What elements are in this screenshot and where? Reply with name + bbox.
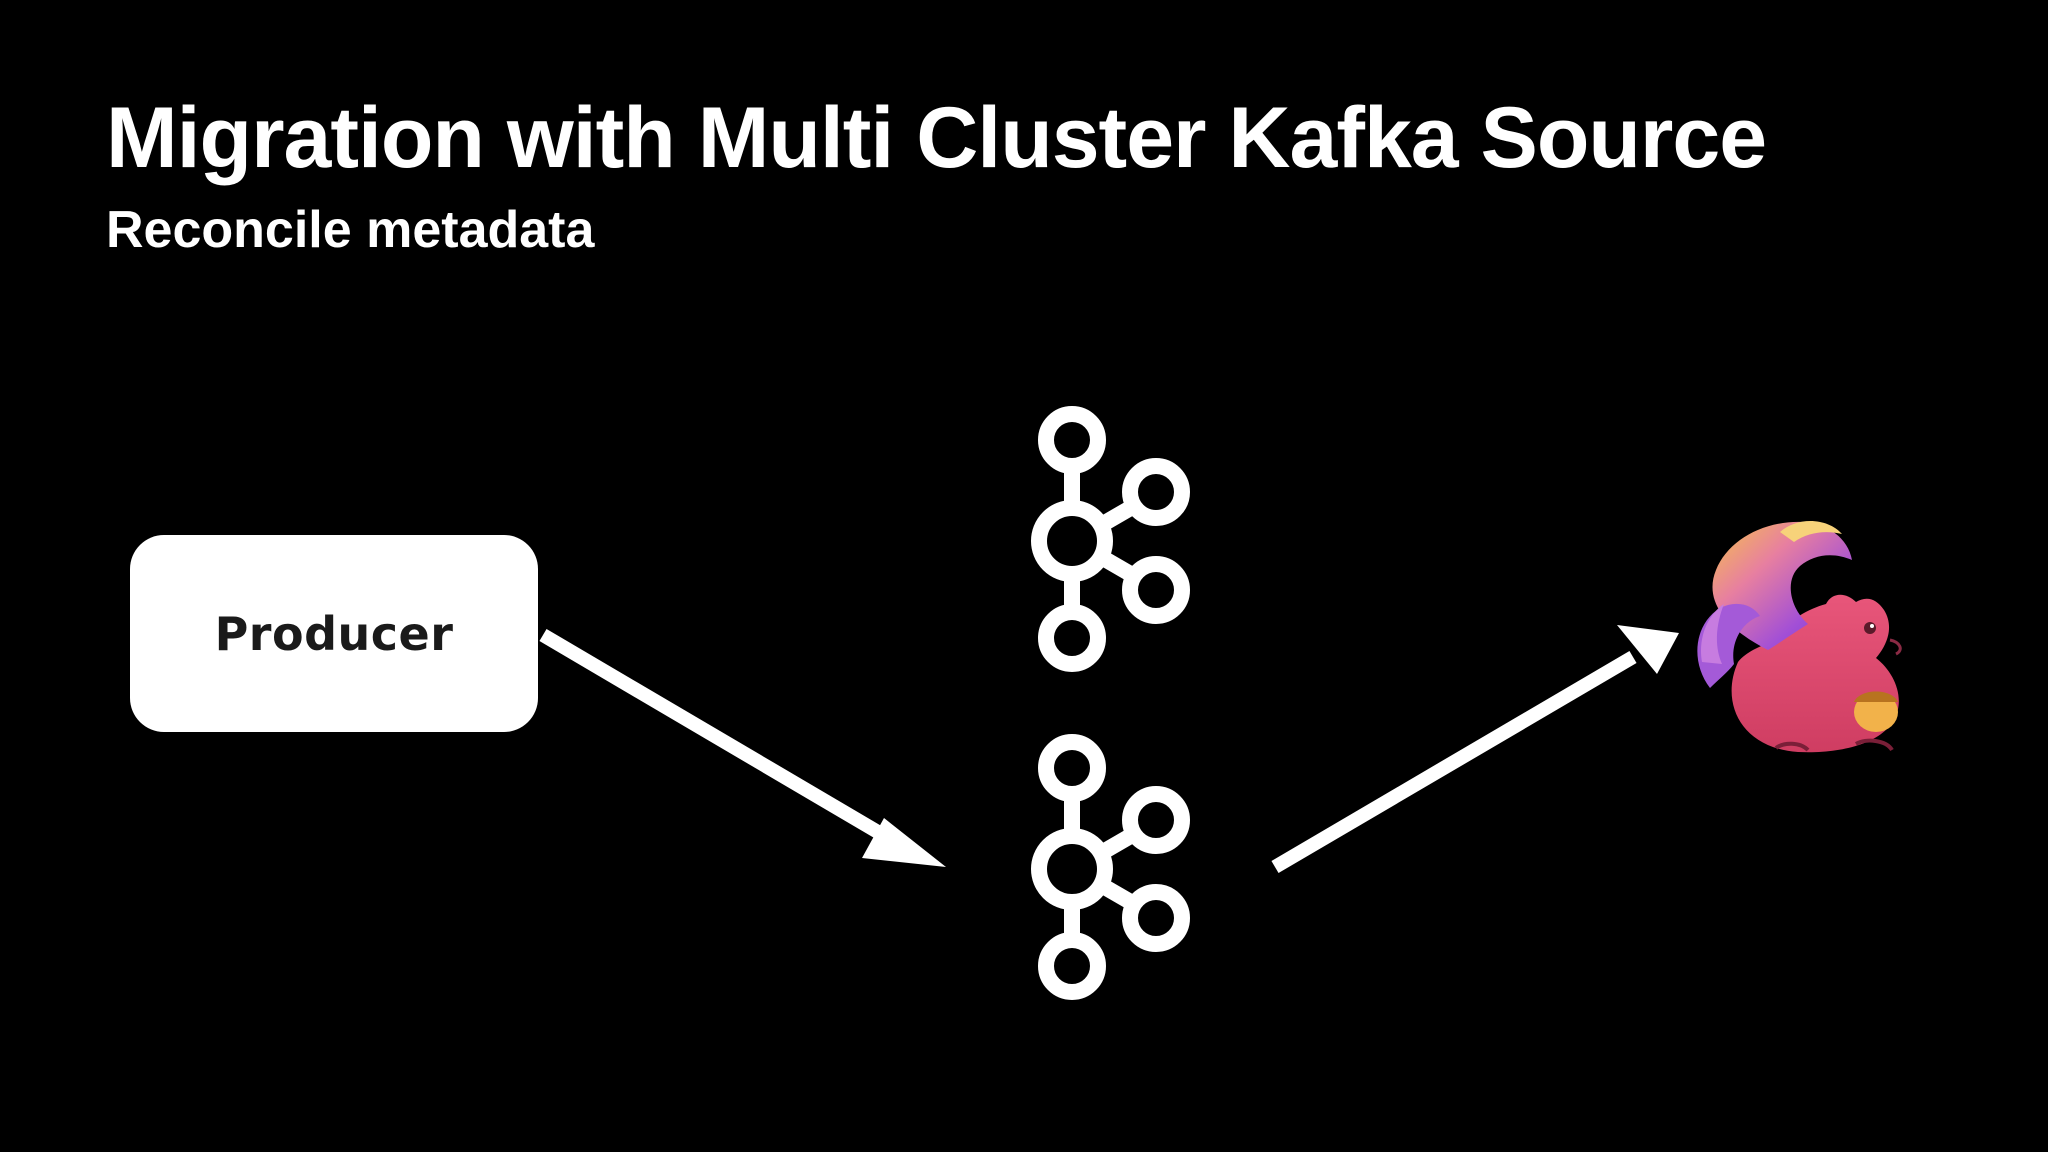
- slide-subtitle: Reconcile metadata: [106, 201, 595, 259]
- kafka-icon: [1031, 734, 1190, 1000]
- producer-box: Producer: [130, 535, 538, 732]
- kafka-icon: [1031, 406, 1190, 672]
- producer-label: Producer: [214, 606, 454, 661]
- producer-to-kafka-arrow: [539, 628, 946, 867]
- flink-squirrel-logo: [1697, 520, 1902, 753]
- slide-title: Migration with Multi Cluster Kafka Sourc…: [106, 90, 1767, 186]
- kafka-to-flink-arrow: [1271, 625, 1679, 874]
